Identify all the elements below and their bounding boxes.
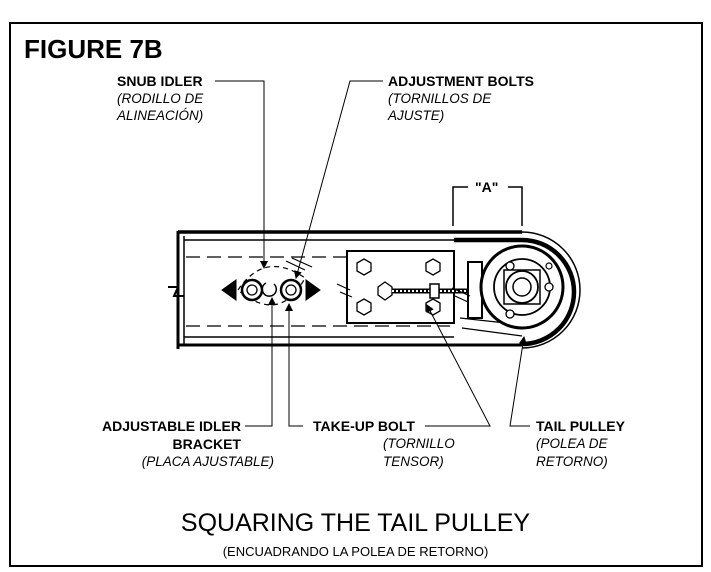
dimension-a bbox=[452, 186, 523, 226]
label-adjustment-bolts: ADJUSTMENT BOLTS bbox=[388, 73, 534, 89]
label-tail-pulley-es-2: RETORNO) bbox=[536, 454, 608, 469]
tail-pulley bbox=[479, 244, 565, 330]
label-tail-pulley: TAIL PULLEY bbox=[536, 418, 625, 434]
leader-lines bbox=[215, 80, 530, 427]
label-adjustment-bolts-es-2: AJUSTE) bbox=[388, 108, 445, 123]
label-adjustable-idler-bracket-1: ADJUSTABLE IDLER bbox=[102, 418, 241, 434]
label-adjustment-bolts-es-1: (TORNILLOS DE bbox=[388, 91, 492, 106]
label-snub-idler-es-1: (RODILLO DE bbox=[117, 91, 204, 106]
label-tail-pulley-es-1: (POLEA DE bbox=[536, 436, 608, 451]
label-take-up-bolt-es-1: (TORNILLO bbox=[383, 436, 455, 451]
frame-hatch bbox=[285, 257, 471, 303]
label-take-up-bolt: TAKE-UP BOLT bbox=[313, 418, 415, 434]
label-adjustable-idler-bracket-es: (PLACA AJUSTABLE) bbox=[141, 454, 274, 469]
figure-title: FIGURE 7B bbox=[24, 34, 163, 64]
adjustable-idler-bracket bbox=[221, 265, 321, 306]
take-up-bolt bbox=[392, 261, 483, 319]
label-snub-idler: SNUB IDLER bbox=[117, 73, 203, 89]
label-adjustable-idler-bracket-2: BRACKET bbox=[172, 436, 241, 452]
diagram-caption: SQUARING THE TAIL PULLEY bbox=[180, 509, 531, 537]
label-dimension-a: "A" bbox=[475, 179, 499, 195]
label-take-up-bolt-es-2: TENSOR) bbox=[383, 454, 444, 469]
figure-frame bbox=[9, 22, 703, 567]
conveyor-frame bbox=[168, 230, 522, 349]
label-snub-idler-es-2: ALINEACIÓN) bbox=[117, 108, 204, 123]
diagram-caption-spanish: (ENCUADRANDO LA POLEA DE RETORNO) bbox=[222, 544, 489, 559]
